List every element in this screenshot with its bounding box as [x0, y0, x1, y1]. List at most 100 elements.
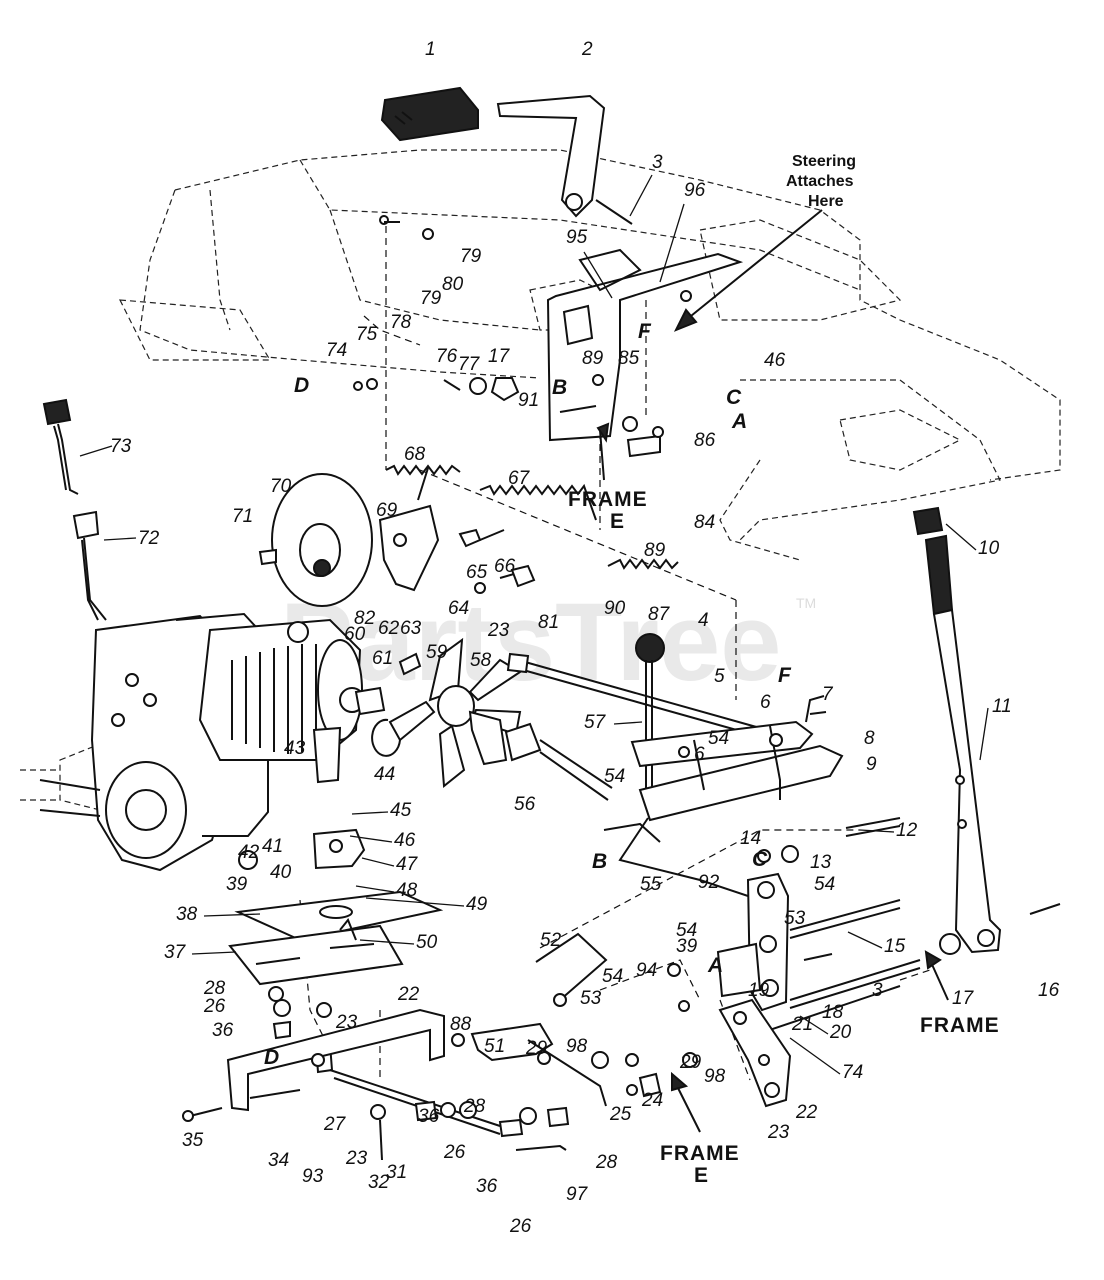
- leader-line-48: [355, 885, 395, 893]
- part-label-81: 81: [538, 612, 559, 633]
- steering-note-line-1: Steering: [792, 153, 856, 170]
- part-label-32: 32: [368, 1172, 390, 1193]
- leader-line-50: [359, 939, 415, 945]
- part-label-11: 11: [992, 696, 1012, 717]
- part-label-46: 46: [394, 830, 416, 851]
- part-label-80: 80: [442, 274, 464, 295]
- part-label-55: 55: [640, 874, 662, 895]
- part-label-20: 20: [829, 1022, 852, 1043]
- part-label-59: 59: [426, 642, 448, 663]
- part-label-28: 28: [203, 978, 226, 999]
- part-label-52: 52: [540, 930, 562, 951]
- part-label-51: 51: [484, 1036, 505, 1057]
- part-label-29: 29: [525, 1038, 548, 1059]
- part-label-42: 42: [238, 842, 260, 863]
- frame-arrows: [596, 422, 949, 1133]
- part-label-69: 69: [376, 500, 398, 521]
- leader-line-95: [583, 251, 613, 299]
- part-label-46: 46: [764, 350, 786, 371]
- part-label-53: 53: [580, 988, 602, 1009]
- ref-letter-b-mid: B: [592, 850, 607, 873]
- part-label-28: 28: [463, 1096, 486, 1117]
- pedal-1: [380, 86, 479, 142]
- part-label-27: 27: [323, 1114, 347, 1135]
- part-label-89: 89: [644, 540, 666, 561]
- part-label-82: 82: [354, 608, 376, 629]
- part-label-77: 77: [458, 354, 481, 375]
- part-label-94: 94: [636, 960, 657, 981]
- part-label-4: 4: [698, 610, 709, 631]
- part-label-23: 23: [767, 1122, 790, 1143]
- bracket-34: [182, 1008, 445, 1122]
- steering-note-line-3: Here: [808, 193, 844, 210]
- part-label-97: 97: [566, 1184, 589, 1205]
- part-label-53: 53: [784, 908, 806, 929]
- hardware-bottom: [370, 1033, 638, 1161]
- part-label-95: 95: [566, 227, 588, 248]
- steering-note-line-2: Attaches: [786, 173, 854, 190]
- part-label-75: 75: [356, 324, 378, 345]
- part-label-13: 13: [810, 852, 832, 873]
- part-label-3: 3: [872, 980, 883, 1001]
- hardware-small-top: [353, 215, 692, 458]
- part-label-41: 41: [262, 836, 283, 857]
- part-label-87: 87: [648, 604, 671, 625]
- part-label-79: 79: [460, 246, 482, 267]
- leader-line-47: [361, 857, 395, 867]
- part-label-76: 76: [436, 346, 458, 367]
- part-label-35: 35: [182, 1130, 204, 1151]
- leader-line-49: [365, 897, 465, 907]
- part-label-98: 98: [566, 1036, 588, 1057]
- steering-arrow: Steering Attaches Here: [673, 153, 856, 332]
- part-label-58: 58: [470, 650, 492, 671]
- leader-line-10: [945, 523, 977, 551]
- ref-letter-a-top: A: [731, 410, 747, 433]
- part-label-39: 39: [676, 936, 698, 957]
- part-label-44: 44: [374, 764, 395, 785]
- part-label-26: 26: [443, 1142, 466, 1163]
- dipstick-73-72: [42, 398, 107, 621]
- part-label-37: 37: [164, 942, 187, 963]
- parking-lever-10-11: [912, 506, 1061, 955]
- part-label-23: 23: [335, 1012, 358, 1033]
- part-label-7: 7: [822, 684, 834, 705]
- frame-e-label-top: E: [610, 510, 625, 533]
- leader-line-38: [203, 913, 261, 917]
- part-label-39: 39: [226, 874, 248, 895]
- part-label-57: 57: [584, 712, 607, 733]
- part-label-28: 28: [595, 1152, 618, 1173]
- part-label-50: 50: [416, 932, 438, 953]
- part-label-73: 73: [110, 436, 132, 457]
- part-label-91: 91: [518, 390, 539, 411]
- part-label-10: 10: [978, 538, 1000, 559]
- ref-letter-c-mid: C: [752, 848, 768, 871]
- part-label-60: 60: [344, 624, 366, 645]
- part-label-36: 36: [476, 1176, 498, 1197]
- ref-letter-a-mid: A: [707, 954, 723, 977]
- part-label-15: 15: [884, 936, 906, 957]
- part-label-1: 1: [425, 39, 436, 60]
- part-label-48: 48: [396, 880, 418, 901]
- leader-line-73: [79, 445, 113, 457]
- part-label-72: 72: [138, 528, 160, 549]
- part-label-19: 19: [748, 980, 770, 1001]
- part-label-68: 68: [404, 444, 426, 465]
- part-label-9: 9: [866, 754, 877, 775]
- part-label-88: 88: [450, 1014, 472, 1035]
- part-label-63: 63: [400, 618, 422, 639]
- part-label-86: 86: [694, 430, 716, 451]
- leader-line-3: [629, 174, 653, 217]
- part-label-43: 43: [284, 738, 306, 759]
- part-label-21: 21: [791, 1014, 813, 1035]
- part-label-29: 29: [679, 1052, 702, 1073]
- lever-assembly-19: [716, 872, 921, 1108]
- part-label-45: 45: [390, 800, 412, 821]
- leader-line-37: [191, 951, 237, 955]
- part-label-38: 38: [176, 904, 198, 925]
- leader-line-72: [103, 537, 137, 541]
- part-label-74: 74: [842, 1062, 863, 1083]
- part-label-67: 67: [508, 468, 531, 489]
- steering-bracket: [546, 248, 744, 442]
- ref-letter-f-top: F: [638, 320, 652, 343]
